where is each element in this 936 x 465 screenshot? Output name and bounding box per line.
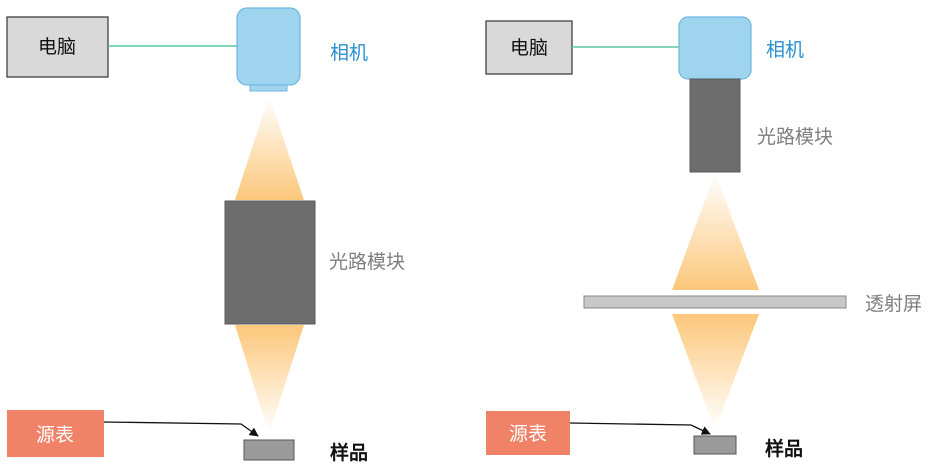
left-source-meter-label: 源表 — [36, 424, 74, 446]
left-source-sample-wire — [103, 421, 259, 437]
left-beam-upper — [235, 96, 304, 200]
left-optics-module: 光路模块 — [224, 200, 405, 325]
right-beam-lower — [672, 314, 759, 430]
left-computer: 电脑 — [6, 16, 109, 78]
right-source-meter: 源表 — [486, 411, 570, 455]
right-optics-module-box — [689, 78, 741, 173]
left-source-meter-box — [7, 410, 104, 457]
left-camera: 相机 — [236, 7, 368, 92]
left-computer-label: 电脑 — [38, 36, 76, 58]
right-sample-label: 样品 — [765, 437, 803, 460]
left-sample: 样品 — [243, 439, 368, 464]
right-screen: 透射屏 — [583, 293, 922, 315]
right-camera-body — [678, 16, 752, 80]
left-source-meter: 源表 — [7, 410, 104, 457]
right-computer-box — [485, 20, 573, 75]
left-sample-box — [243, 439, 295, 461]
right-sample-box — [693, 435, 737, 455]
left-camera-body — [236, 7, 301, 86]
right-beam-upper — [672, 173, 759, 290]
left-beam-lower — [235, 325, 304, 434]
right-screen-bar — [583, 295, 847, 309]
right-computer-label: 电脑 — [510, 37, 548, 59]
right-source-sample-wire — [569, 422, 711, 435]
left-computer-box — [6, 16, 109, 78]
left-setup: 电脑 相机 光路模块 源表 样品 — [6, 7, 405, 464]
right-source-meter-label: 源表 — [509, 423, 547, 445]
right-computer: 电脑 — [485, 20, 573, 75]
left-camera-label: 相机 — [330, 42, 368, 64]
right-optics-module: 光路模块 — [689, 78, 833, 173]
right-camera-label: 相机 — [766, 39, 804, 61]
right-sample: 样品 — [693, 435, 803, 460]
left-optics-module-label: 光路模块 — [329, 251, 405, 273]
left-camera-lens — [249, 84, 288, 92]
left-optics-module-box — [224, 200, 316, 325]
right-setup: 电脑 相机 光路模块 透射屏 源表 — [485, 16, 922, 460]
right-screen-label: 透射屏 — [865, 293, 922, 315]
left-sample-label: 样品 — [330, 441, 368, 464]
right-source-meter-box — [486, 411, 570, 455]
right-camera: 相机 — [678, 16, 804, 80]
right-optics-module-label: 光路模块 — [757, 126, 833, 148]
